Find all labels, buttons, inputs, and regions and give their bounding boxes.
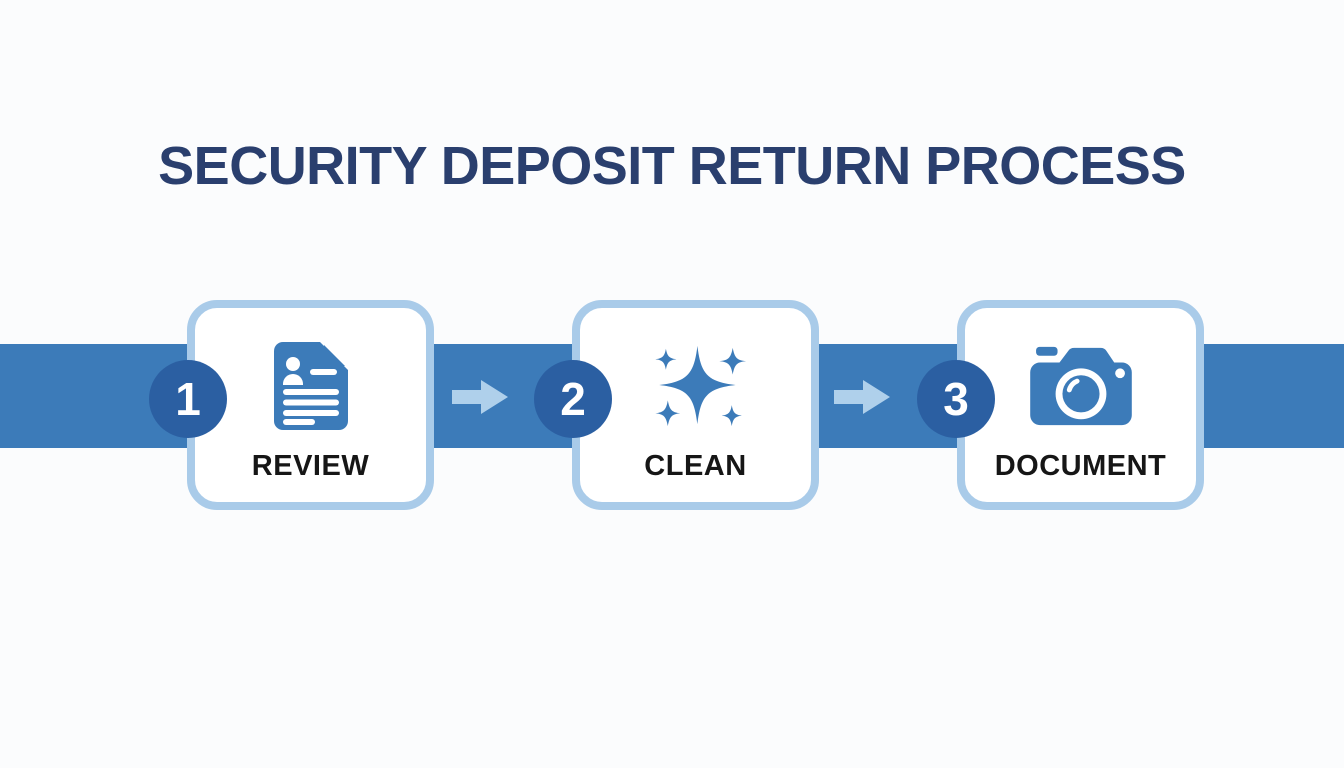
step-card-review: REVIEW (187, 300, 434, 510)
step-icon-box (1029, 336, 1132, 436)
sparkles-icon (655, 345, 747, 427)
step-number-badge-2: 2 (534, 360, 612, 438)
camera-icon (1029, 346, 1132, 426)
step-label: REVIEW (251, 450, 370, 482)
connector-arrow-1 (452, 377, 508, 417)
right-arrow-icon (834, 380, 890, 414)
step-label: CLEAN (644, 450, 747, 482)
step-icon-box (273, 336, 348, 436)
step-number: 1 (175, 373, 201, 425)
step-number-badge-1: 1 (149, 360, 227, 438)
step-number: 3 (943, 373, 969, 425)
right-arrow-icon (452, 380, 508, 414)
connector-arrow-2 (834, 377, 890, 417)
step-icon-box (643, 336, 748, 436)
step-number: 2 (560, 373, 586, 425)
step-number-badge-3: 3 (917, 360, 995, 438)
step-card-document: DOCUMENT (957, 300, 1204, 510)
page-title: SECURITY DEPOSIT RETURN PROCESS (158, 136, 1186, 196)
step-label: DOCUMENT (994, 450, 1167, 482)
resume-document-icon (273, 342, 348, 430)
